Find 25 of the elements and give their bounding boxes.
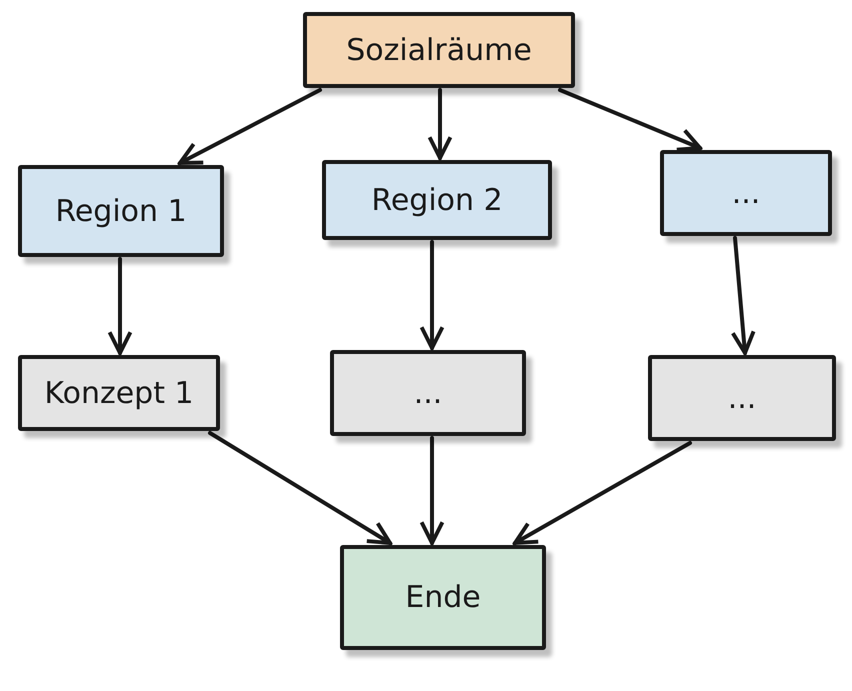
box-label: Sozialräume xyxy=(346,32,532,68)
arrow xyxy=(558,88,702,152)
process-box xyxy=(303,12,575,88)
box-label: Konzept 1 xyxy=(44,376,194,410)
box-label: Region 2 xyxy=(371,182,503,218)
arrow xyxy=(178,88,322,165)
arrow xyxy=(420,240,444,350)
process-box xyxy=(340,545,546,650)
arrow xyxy=(208,431,392,545)
process-box xyxy=(330,350,526,436)
process-box xyxy=(18,355,220,431)
arrow xyxy=(108,257,132,355)
arrow xyxy=(730,236,756,355)
box-label: ... xyxy=(728,380,756,416)
process-box xyxy=(18,165,224,257)
box-label: Ende xyxy=(405,580,481,615)
process-box xyxy=(648,355,836,441)
box-label: Region 1 xyxy=(55,194,187,228)
box-label: ... xyxy=(414,376,442,410)
arrow xyxy=(428,88,452,160)
arrow xyxy=(420,436,444,545)
box-label: ... xyxy=(732,176,760,210)
process-box xyxy=(322,160,552,240)
arrow xyxy=(513,441,692,545)
process-box xyxy=(660,150,832,236)
